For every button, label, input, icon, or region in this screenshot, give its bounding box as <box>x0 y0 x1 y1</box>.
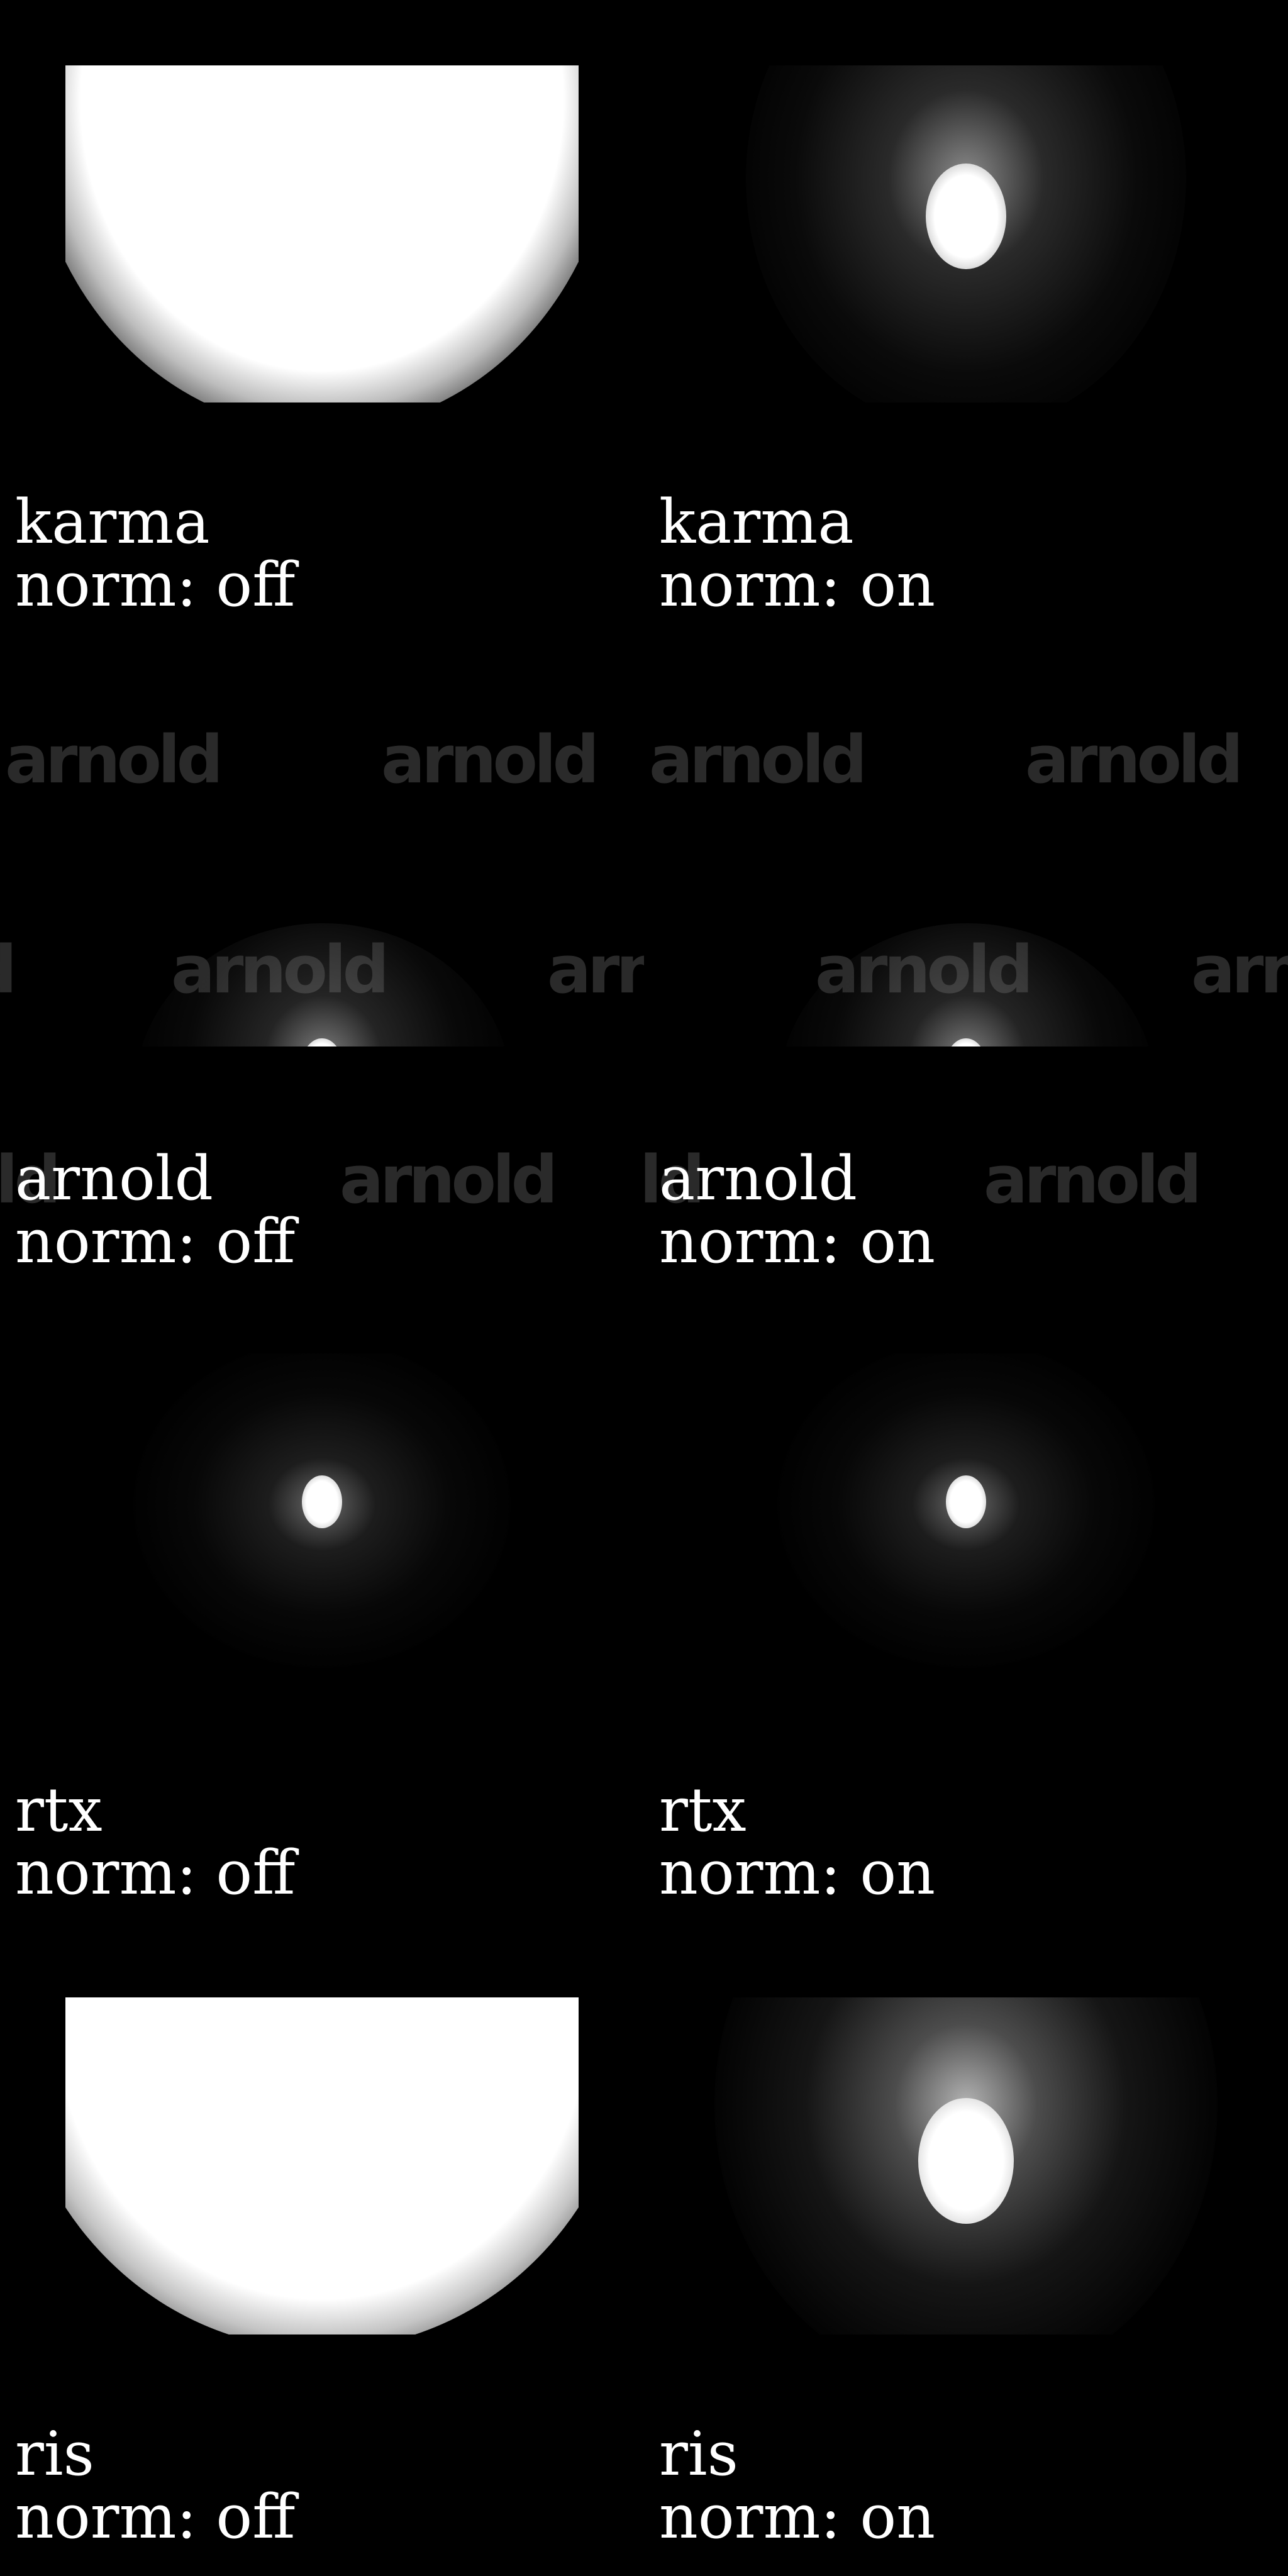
cell-arnold-norm-off: arnold arnold arnold arnold arnold arnol… <box>0 644 644 1288</box>
cell-label: arnold norm: off <box>15 1147 295 1273</box>
render-karma-norm-on <box>709 65 1223 402</box>
light-core <box>946 1475 986 1528</box>
light-core <box>302 1475 342 1528</box>
cell-label: ris norm: on <box>659 2423 935 2548</box>
render-ris-norm-on <box>709 1997 1223 2334</box>
renderer-name: arnold <box>659 1143 857 1214</box>
watermark-text: arnold <box>1191 931 1288 1008</box>
renderer-name: rtx <box>15 1775 103 1845</box>
watermark-text: arnold <box>644 1141 705 1218</box>
watermark-text: arnold <box>984 1141 1202 1218</box>
render-rtx-norm-on <box>709 1353 1223 1690</box>
light-halo <box>135 923 512 1046</box>
cell-rtx-norm-off: rtx norm: off <box>0 1288 644 1932</box>
render-arnold-norm-on <box>709 709 1223 1046</box>
renderer-name: ris <box>15 2419 94 2489</box>
cell-label: karma norm: off <box>15 491 295 616</box>
render-rtx-norm-off <box>65 1353 579 1690</box>
cell-ris-norm-on: ris norm: on <box>644 1932 1288 2576</box>
cell-label: rtx norm: off <box>15 1779 295 1904</box>
watermark-text: arnold <box>340 1141 558 1218</box>
watermark-text: arnold <box>547 931 644 1008</box>
cell-label: rtx norm: on <box>659 1779 935 1904</box>
norm-status: norm: on <box>659 550 936 620</box>
cell-arnold-norm-on: arnold arnold arnold arnold arnold arnol… <box>644 644 1288 1288</box>
renderer-name: karma <box>659 487 854 557</box>
norm-status: norm: off <box>15 1838 296 1908</box>
light-glow <box>65 65 579 402</box>
norm-status: norm: on <box>659 2482 936 2552</box>
renderer-name: ris <box>659 2419 738 2489</box>
norm-status: norm: on <box>659 1206 936 1277</box>
render-ris-norm-off <box>65 1997 579 2334</box>
cell-ris-norm-off: ris norm: off <box>0 1932 644 2576</box>
watermark-text: arnold <box>0 1141 61 1218</box>
norm-status: norm: off <box>15 2482 296 2552</box>
cell-label: karma norm: on <box>659 491 935 616</box>
watermark-text: arnold <box>0 937 17 1002</box>
cell-rtx-norm-on: rtx norm: on <box>644 1288 1288 1932</box>
cell-karma-norm-off: karma norm: off <box>0 0 644 644</box>
watermark-text: arnold <box>649 721 867 798</box>
norm-status: norm: on <box>659 1838 936 1908</box>
renderer-name: rtx <box>659 1775 747 1845</box>
render-karma-norm-off <box>65 65 579 402</box>
light-halo <box>779 923 1156 1046</box>
norm-status: norm: off <box>15 1206 296 1277</box>
light-glow <box>65 1997 579 2334</box>
light-core <box>918 2098 1014 2224</box>
watermark-text: arnold <box>381 721 599 798</box>
renderer-name: arnold <box>15 1143 213 1214</box>
norm-status: norm: off <box>15 550 296 620</box>
cell-label: ris norm: off <box>15 2423 295 2548</box>
light-core <box>926 164 1006 269</box>
renderer-name: karma <box>15 487 210 557</box>
cell-label: arnold norm: on <box>659 1147 935 1273</box>
cell-karma-norm-on: karma norm: on <box>644 0 1288 644</box>
watermark-text: arnold <box>5 721 223 798</box>
watermark-text: arnold <box>1025 721 1243 798</box>
render-arnold-norm-off <box>65 709 579 1046</box>
